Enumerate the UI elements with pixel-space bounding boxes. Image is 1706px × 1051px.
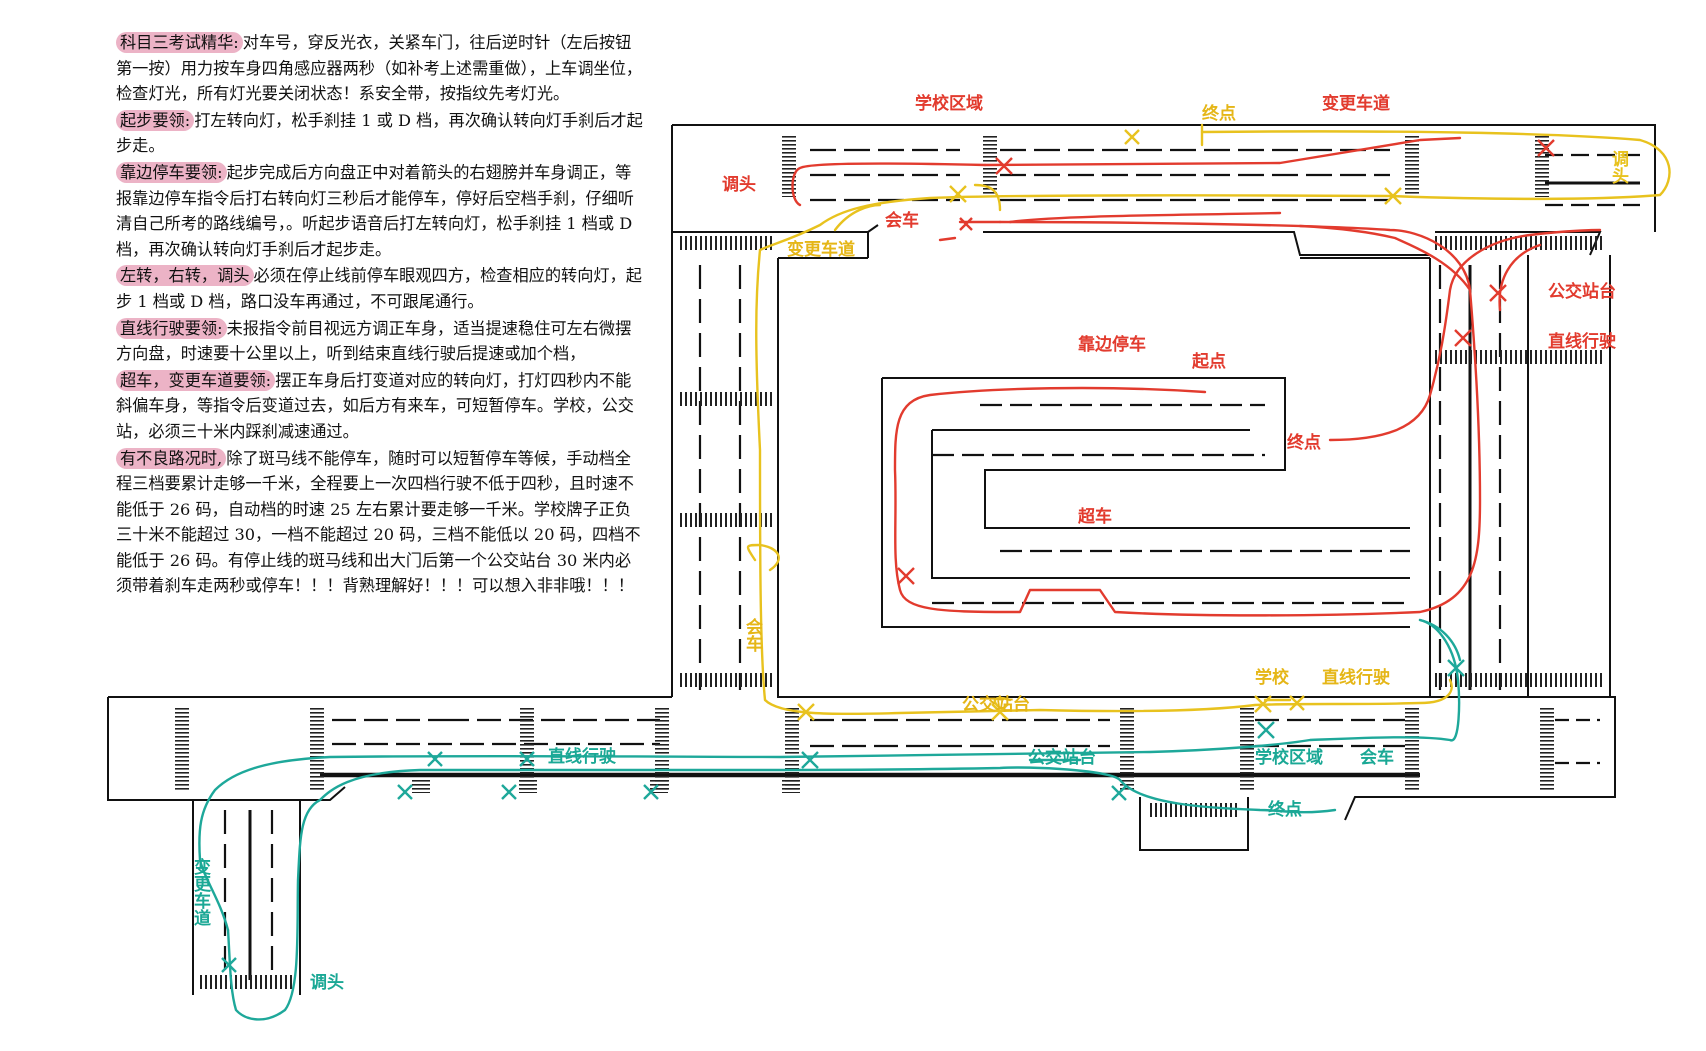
note-3: 靠边停车要领:起步完成后方向盘正中对着箭头的右翅膀并车身调正，等报靠边停车指令后… <box>116 160 644 262</box>
note-2: 起步要领:打左转向灯，松手刹挂 1 或 D 档，再次确认转向灯手刹后才起步走。 <box>116 108 644 159</box>
label-change-lane: 变更车道 <box>1322 93 1390 114</box>
teal-markers <box>221 659 1465 973</box>
red-markers <box>897 139 1555 585</box>
label-end-teal: 终点 <box>1268 799 1302 820</box>
note-key: 科目三考试精华: <box>116 32 243 53</box>
teal-route <box>198 618 1462 1021</box>
zebra-crossings <box>175 135 1605 989</box>
note-6: 超车，变更车道要领:摆正车身后打变道对应的转向灯，打灯四秒内不能斜偏车身，等指令… <box>116 368 644 445</box>
note-text: 未报指令前目视远方调正车身，适当提速稳住可左右微摆方向盘，时速要十公里以上，听到… <box>116 318 632 364</box>
label-straight-drive-teal: 直线行驶 <box>548 746 616 767</box>
teal-labels: 直线行驶 公交站台 学校区域 会车 终点 变更车道 调头 <box>190 746 1394 993</box>
road-network <box>107 124 1656 995</box>
note-text: 除了斑马线不能停车，随时可以短暂停车等候，手动档全程三档要累计走够一千米，全程要… <box>116 448 641 596</box>
note-text: 必须在停止线前停车眼观四方，检查相应的转向灯，起步 1 档或 D 档，路口没车再… <box>116 266 642 311</box>
note-text: 对车号，穿反光衣，关紧车门，往后逆时针（左后按钮第一按）用力按车身四角感应器两秒… <box>116 33 643 104</box>
label-meet-car: 会车 <box>885 210 919 231</box>
label-bus-stop-teal: 公交站台 <box>1028 747 1096 768</box>
notes-panel: 科目三考试精华:对车号，穿反光衣，关紧车门，往后逆时针（左后按钮第一按）用力按车… <box>116 30 644 600</box>
lane-markings <box>223 148 1640 980</box>
label-u-turn: 调头 <box>722 175 756 195</box>
label-school-zone: 学校区域 <box>915 93 983 114</box>
label-end: 终点 <box>1287 432 1321 453</box>
note-key: 直线行驶要领: <box>116 317 227 339</box>
red-labels: 学校区域 变更车道 调头 调头 公交站台 直线行驶 靠边停车 起点 终点 超车 <box>722 93 1629 527</box>
label-pull-over: 靠边停车 <box>1078 334 1146 355</box>
note-key: 靠边停车要领: <box>116 161 227 183</box>
note-key: 起步要领: <box>116 109 195 131</box>
label-change-lane-left: 变更车道 <box>787 239 855 260</box>
label-meet-car-teal: 会车 <box>1360 747 1394 768</box>
label-start: 起点 <box>1191 351 1226 372</box>
label-u-turn-right: 调头 <box>1608 150 1629 185</box>
label-straight-drive-yellow: 直线行驶 <box>1322 667 1390 688</box>
label-school: 学校 <box>1255 667 1290 688</box>
label-bus-stop: 公交站台 <box>1548 281 1616 302</box>
yellow-labels: 终点 会车 变更车道 会车 公交站台 学校 直线行驶 <box>742 103 1390 715</box>
label-u-turn-teal: 调头 <box>310 973 344 993</box>
label-straight-drive: 直线行驶 <box>1548 331 1616 352</box>
label-overtake: 超车 <box>1078 506 1112 527</box>
note-1: 科目三考试精华:对车号，穿反光衣，关紧车门，往后逆时针（左后按钮第一按）用力按车… <box>116 30 644 107</box>
note-7: 有不良路况时,除了斑马线不能停车，随时可以短暂停车等候，手动档全程三档要累计走够… <box>116 446 644 600</box>
note-key: 超车，变更车道要领: <box>116 369 276 391</box>
label-bus-stop-inner: 公交站台 <box>962 694 1030 715</box>
label-meet-car-left: 会车 <box>742 617 763 653</box>
note-text: 起步完成后方向盘正中对着箭头的右翅膀并车身调正，等报靠边停车指令后打右转向灯三秒… <box>116 162 634 259</box>
note-key: 左转，右转，调头 <box>116 265 254 287</box>
label-end-top: 终点 <box>1202 103 1236 124</box>
yellow-markers <box>797 129 1402 721</box>
note-4: 左转，右转，调头必须在停止线前停车眼观四方，检查相应的转向灯，起步 1 档或 D… <box>116 263 644 314</box>
label-change-lane-teal: 变更车道 <box>190 857 211 926</box>
note-text: 摆正车身后打变道对应的转向灯，打灯四秒内不能斜偏车身，等指令后变道过去，如后方有… <box>116 370 634 441</box>
red-route <box>791 136 1602 617</box>
note-5: 直线行驶要领:未报指令前目视远方调正车身，适当提速稳住可左右微摆方向盘，时速要十… <box>116 316 644 367</box>
label-school-zone-teal: 学校区域 <box>1255 747 1323 768</box>
note-key: 有不良路况时, <box>116 447 227 469</box>
note-text: 打左转向灯，松手刹挂 1 或 D 档，再次确认转向灯手刹后才起步走。 <box>116 110 643 156</box>
